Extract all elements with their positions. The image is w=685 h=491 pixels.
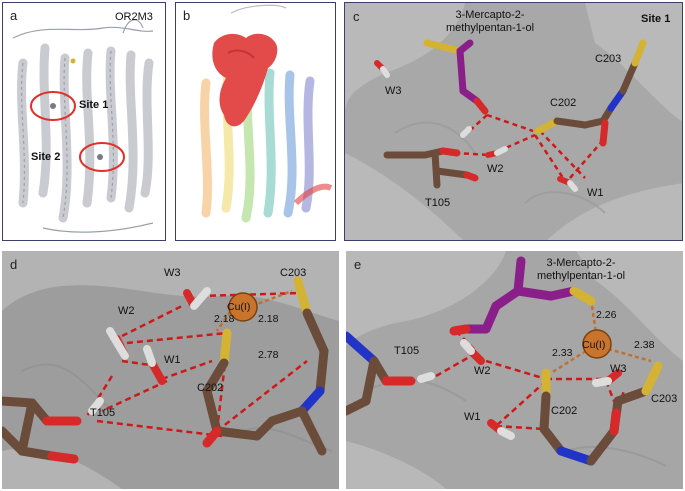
label-c202: C202 bbox=[551, 405, 578, 417]
label-w2: W2 bbox=[118, 305, 135, 317]
panel-e: e 3-Mercapto-2- methylpentan-1-ol T105 W… bbox=[346, 251, 683, 489]
label-w2: W2 bbox=[487, 163, 504, 175]
label-c203: C203 bbox=[595, 53, 622, 65]
label-w1: W1 bbox=[464, 411, 481, 423]
label-c203: C203 bbox=[651, 393, 678, 405]
label-c203: C203 bbox=[280, 267, 307, 279]
site2-circle bbox=[79, 142, 125, 172]
label-w3: W3 bbox=[385, 85, 402, 97]
site1-copper-render bbox=[346, 251, 683, 489]
label-t105: T105 bbox=[394, 345, 420, 357]
site1-circle bbox=[30, 91, 76, 121]
pocket-surface-structure bbox=[200, 4, 333, 223]
panel-c: c Site 1 3-Mercapto-2- methylpentan-1-ol… bbox=[344, 2, 683, 241]
site2-copper-render bbox=[2, 251, 339, 489]
panel-letter: e bbox=[354, 257, 362, 272]
label-t105: T105 bbox=[425, 197, 451, 209]
site1-label: Site 1 bbox=[79, 99, 109, 111]
site2-label: Site 2 bbox=[31, 151, 61, 163]
or2m3-ribbon-structure bbox=[12, 19, 154, 233]
panel-a: a OR2M3 Site 1 Site 2 bbox=[2, 2, 166, 241]
site1-detail-render bbox=[345, 3, 682, 240]
copper-label: Cu(I) bbox=[582, 339, 606, 351]
copper-ion bbox=[582, 329, 612, 359]
distance-label: 2.38 bbox=[634, 339, 655, 351]
copper-label: Cu(I) bbox=[227, 301, 251, 313]
distance-label: 2.18 bbox=[258, 313, 279, 325]
distance-label: 2.78 bbox=[258, 349, 279, 361]
label-w3: W3 bbox=[610, 363, 627, 375]
protein-title: OR2M3 bbox=[115, 11, 153, 23]
distance-label: 2.18 bbox=[214, 313, 235, 325]
label-w3: W3 bbox=[164, 267, 181, 279]
ligand-name-line2: methylpentan-1-ol bbox=[445, 22, 535, 34]
panel-letter: b bbox=[183, 8, 191, 23]
panel-letter: a bbox=[10, 8, 18, 23]
ligand-name-line2: methylpentan-1-ol bbox=[536, 270, 626, 282]
panel-b: b bbox=[175, 2, 336, 241]
panel-letter: d bbox=[10, 257, 18, 272]
label-t105: T105 bbox=[90, 407, 116, 419]
distance-label: 2.33 bbox=[552, 347, 573, 359]
label-c202: C202 bbox=[197, 382, 224, 394]
copper-ion bbox=[228, 292, 258, 322]
label-c202: C202 bbox=[550, 97, 577, 109]
panel-letter: c bbox=[353, 9, 360, 24]
ligand-name-line1: 3-Mercapto-2- bbox=[455, 9, 525, 21]
binding-pocket-blob bbox=[212, 33, 278, 127]
panel-d: d W3 C203 W2 W1 C202 T105 Cu(I) 2.18 2.1… bbox=[2, 251, 339, 489]
distance-label: 2.26 bbox=[596, 309, 617, 321]
label-w1: W1 bbox=[587, 187, 604, 199]
site-title: Site 1 bbox=[641, 13, 671, 25]
label-w1: W1 bbox=[164, 354, 181, 366]
label-w2: W2 bbox=[474, 365, 491, 377]
ligand-name-line1: 3-Mercapto-2- bbox=[546, 257, 616, 269]
